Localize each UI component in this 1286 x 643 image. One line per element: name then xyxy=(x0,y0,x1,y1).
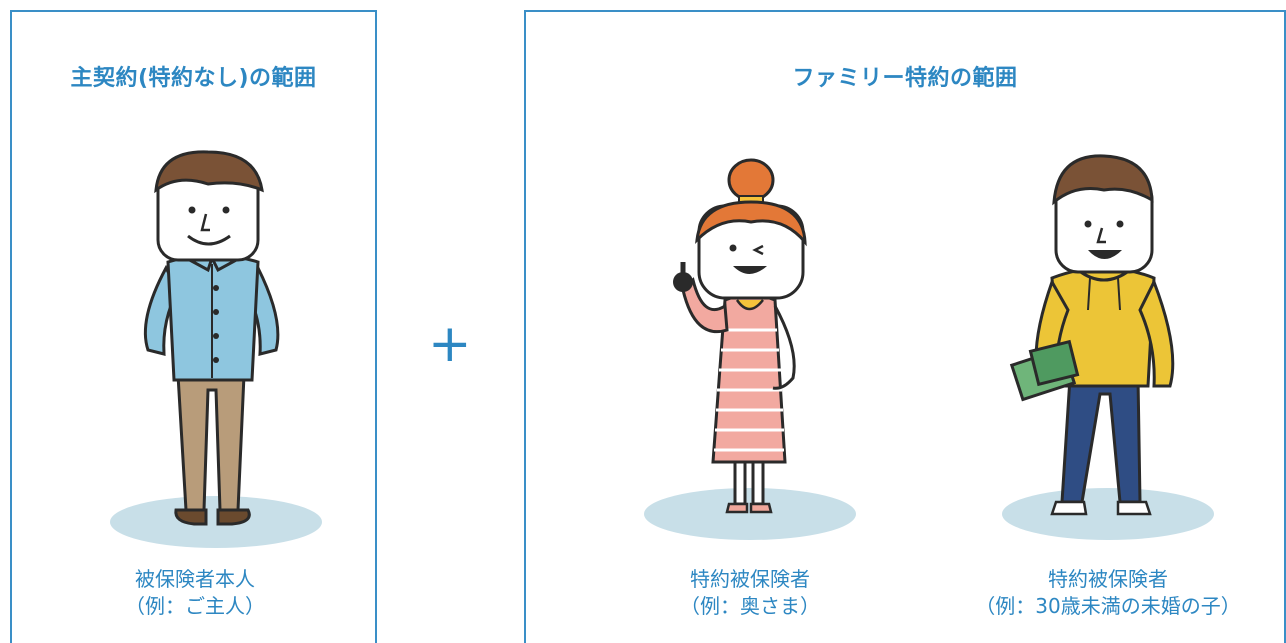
family-rider-title: ファミリー特約の範囲 xyxy=(792,66,1018,91)
caption-role: 特約被保険者 xyxy=(1048,567,1168,591)
caption-example: （例：奥さま） xyxy=(680,594,820,618)
shadow-pad xyxy=(1002,488,1214,540)
caption-rider-insured-child: 特約被保険者 （例：30歳未満の未婚の子） xyxy=(948,566,1268,620)
caption-example: （例：30歳未満の未婚の子） xyxy=(975,594,1241,618)
plus-sign: + xyxy=(428,314,472,374)
wife-illustration xyxy=(644,158,856,540)
shadow-pad xyxy=(110,496,322,548)
caption-insured-self: 被保険者本人 （例：ご主人） xyxy=(35,566,355,620)
caption-role: 被保険者本人 xyxy=(135,567,255,591)
child-illustration xyxy=(1002,154,1214,540)
caption-example: （例：ご主人） xyxy=(125,594,265,618)
shadow-pad xyxy=(644,488,856,540)
main-contract-title: 主契約(特約なし)の範囲 xyxy=(70,66,317,91)
caption-role: 特約被保険者 xyxy=(690,567,810,591)
husband-illustration xyxy=(110,150,322,548)
caption-rider-insured-wife: 特約被保険者 （例：奥さま） xyxy=(590,566,910,620)
